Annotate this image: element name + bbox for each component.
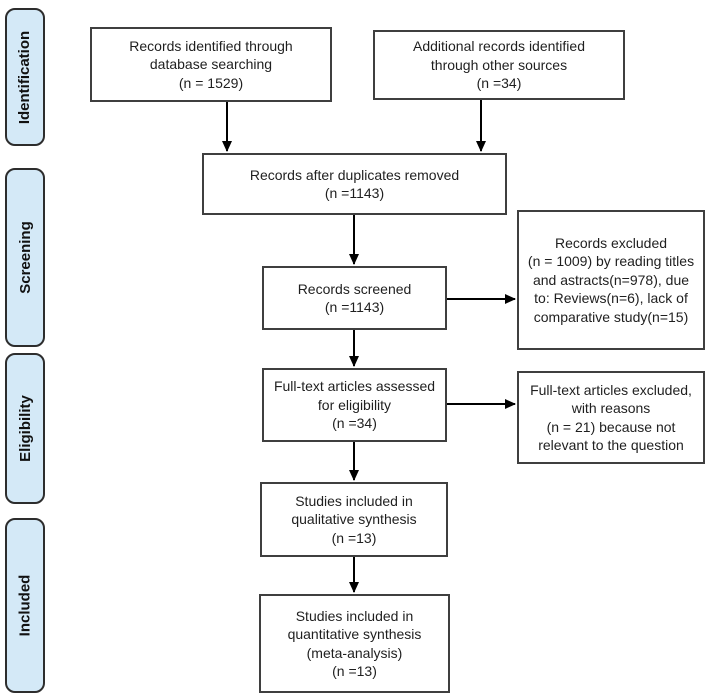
box-fulltext-assessed: Full-text articles assessed for eligibil… (262, 368, 447, 442)
box-records-after-duplicates-removed: Records after duplicates removed (n =114… (202, 153, 507, 215)
box-records-excluded: Records excluded (n = 1009) by reading t… (517, 210, 705, 350)
stage-identification: Identification (5, 8, 45, 146)
stage-screening: Screening (5, 168, 45, 347)
box-additional-records-other-sources: Additional records identified through ot… (373, 30, 625, 100)
stage-eligibility: Eligibility (5, 353, 45, 504)
stage-included: Included (5, 518, 45, 693)
box-fulltext-excluded: Full-text articles excluded, with reason… (517, 371, 705, 464)
stage-identification-label: Identification (16, 30, 34, 124)
box-quantitative-synthesis: Studies included in quantitative synthes… (259, 594, 450, 693)
box-qualitative-synthesis: Studies included in qualitative synthesi… (260, 482, 448, 557)
stage-included-label: Included (16, 574, 34, 637)
box-records-screened: Records screened (n =1143) (262, 266, 447, 330)
stage-eligibility-label: Eligibility (16, 395, 34, 462)
box-records-identified-database: Records identified through database sear… (90, 27, 332, 102)
stage-screening-label: Screening (16, 221, 34, 294)
